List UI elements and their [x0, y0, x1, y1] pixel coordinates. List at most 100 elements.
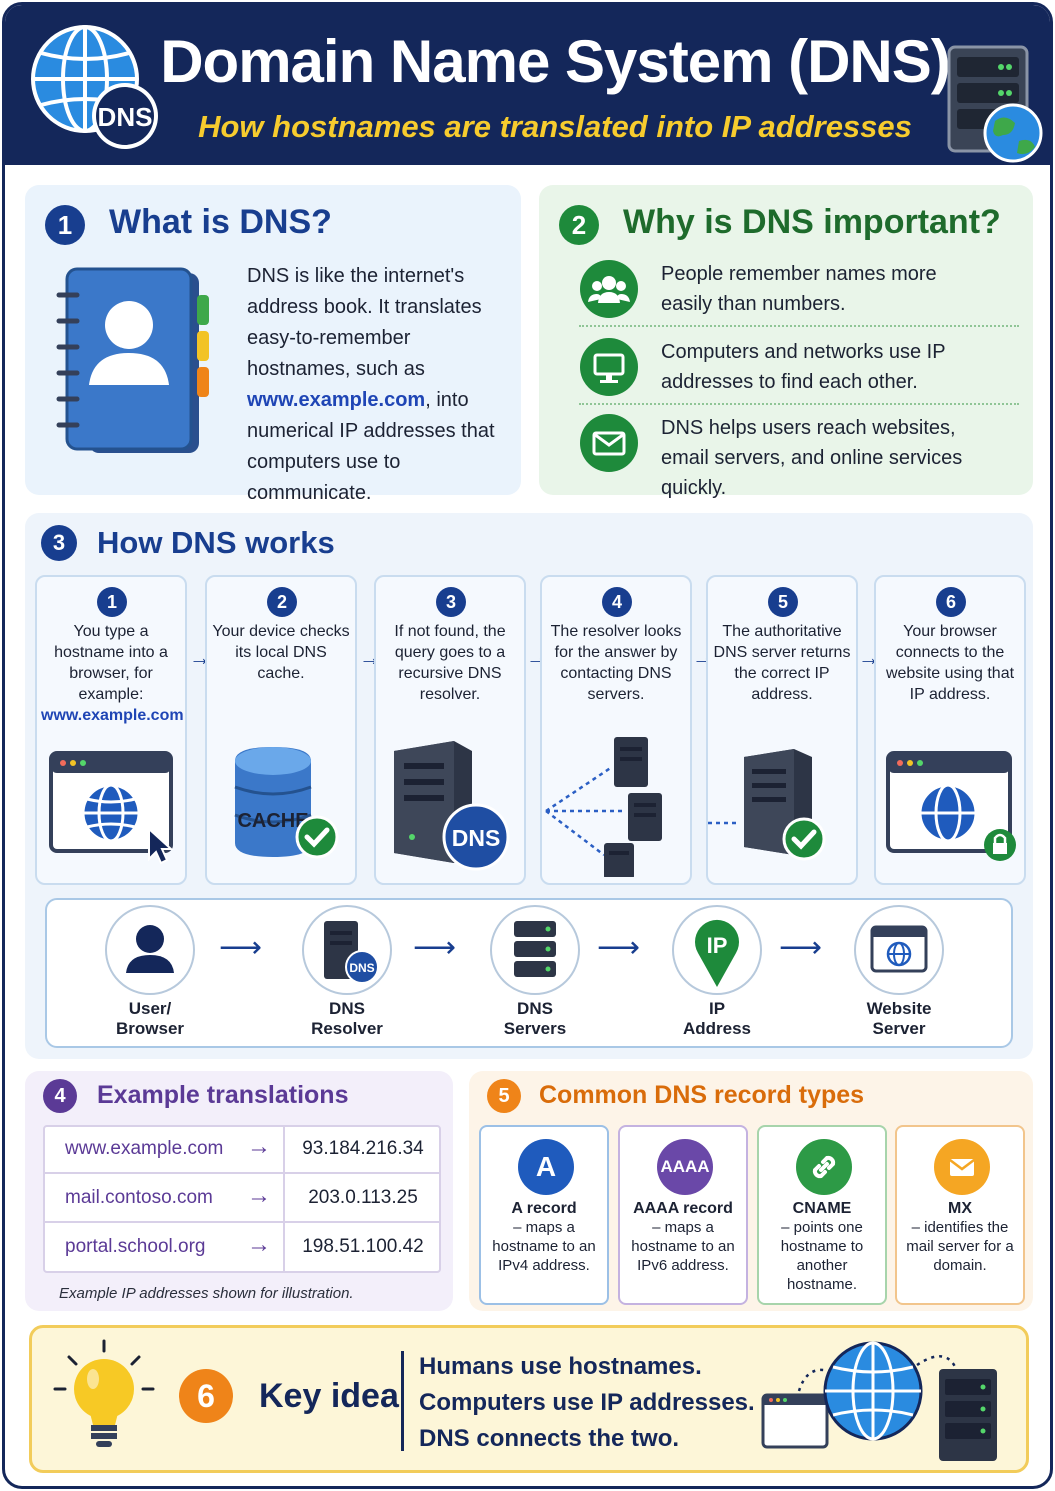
section-number: 2: [559, 205, 599, 245]
authoritative-server-icon: [708, 749, 826, 861]
record-name: A record: [511, 1200, 577, 1217]
step-card: 1 You type a hostname into a browser, fo…: [35, 575, 187, 885]
step-number: 3: [436, 587, 466, 617]
section-title: How DNS works: [97, 525, 335, 560]
step-card: 6 Your browser connects to the website u…: [874, 575, 1026, 885]
record-text-block: A record– maps a hostname to an IPv4 add…: [485, 1199, 603, 1275]
definition-text-1: DNS is like the internet's address book.…: [247, 265, 482, 380]
record-card-cname: CNAME– points one hostname to another ho…: [757, 1125, 887, 1305]
importance-text: People remember names more easily than n…: [661, 263, 937, 315]
header: DNS Domain Name System (DNS) How hostnam…: [5, 5, 1050, 165]
key-idea-line: Humans use hostnames.: [419, 1353, 702, 1380]
section-number: 4: [43, 1079, 77, 1113]
table-divider: [283, 1125, 285, 1273]
section-number: 3: [41, 525, 77, 561]
record-card-aaaa: AAAA AAAA record– maps a hostname to an …: [618, 1125, 748, 1305]
step-card: 3 If not found, the query goes to a recu…: [374, 575, 526, 885]
cache-label: CACHE: [237, 810, 308, 832]
section-why-important: 2 Why is DNS important? People remember …: [539, 185, 1033, 499]
translation-table: [43, 1125, 441, 1273]
section-title: Why is DNS important?: [623, 203, 1001, 241]
definition-text-2: , into numerical IP addresses that compu…: [247, 389, 495, 504]
flow-label: IP Address: [682, 999, 752, 1038]
section-title: Common DNS record types: [539, 1081, 865, 1109]
page-subtitle: How hostnames are translated into IP add…: [198, 109, 912, 144]
ip-cell: 93.184.216.34: [302, 1138, 424, 1159]
record-desc: – identifies the mail server for a domai…: [906, 1219, 1014, 1274]
server-rack-icon: [514, 921, 556, 977]
page-title: Domain Name System (DNS): [160, 28, 951, 95]
dns-definition: DNS is like the internet's address book.…: [247, 261, 517, 509]
people-icon: [580, 260, 638, 318]
record-text-block: AAAA record– maps a hostname to an IPv6 …: [624, 1199, 742, 1275]
section-number: 6: [179, 1369, 233, 1423]
section-title: Key idea: [259, 1377, 399, 1415]
step-text: Your browser connects to the website usi…: [885, 623, 1015, 703]
record-text-block: CNAME– points one hostname to another ho…: [763, 1199, 881, 1294]
address-book-icon: [56, 267, 209, 453]
hostname-cell: mail.contoso.com: [65, 1187, 213, 1208]
mail-icon: [580, 414, 638, 472]
step-number: 1: [97, 587, 127, 617]
record-text-block: MX– identifies the mail server for a dom…: [901, 1199, 1019, 1275]
step-text: The resolver looks for the answer by con…: [550, 623, 682, 703]
section-what-is-dns: 1 What is DNS? DNS is like the internet'…: [25, 185, 521, 504]
example-link[interactable]: www.example.com: [247, 389, 426, 411]
flow-node-servers: [490, 905, 580, 995]
key-idea-line: DNS connects the two.: [419, 1425, 680, 1452]
step-text: If not found, the query goes to a recurs…: [394, 623, 506, 703]
link-icon: [796, 1139, 852, 1195]
record-card-a: A A record– maps a hostname to an IPv4 a…: [479, 1125, 609, 1305]
table-row: www.example.com → 93.184.216.34: [43, 1125, 441, 1174]
ip-cell: 198.51.100.42: [302, 1236, 424, 1257]
user-icon: [126, 925, 174, 973]
section-number: 5: [487, 1079, 521, 1113]
section-number: 1: [45, 205, 85, 245]
cache-database-icon: CACHE: [234, 747, 339, 859]
location-pin-icon: IP: [695, 919, 739, 987]
step-card: 4 The resolver looks for the answer by c…: [540, 575, 692, 885]
dns-badge-text: DNS: [452, 825, 501, 851]
section-title: Example translations: [97, 1081, 349, 1109]
dns-server-icon: DNS: [324, 921, 379, 984]
vertical-divider: [401, 1351, 404, 1451]
mail-icon: [934, 1139, 990, 1195]
flow-label: User/ Browser: [115, 999, 185, 1038]
dns-servers-network-icon: [545, 737, 662, 877]
network-illustration-icon: [761, 1341, 997, 1461]
ip-badge-text: IP: [707, 933, 728, 958]
step-number: 5: [768, 587, 798, 617]
lightbulb-icon: [53, 1339, 155, 1447]
computer-icon: [580, 338, 638, 396]
step-text: Your device checks its local DNS cache.: [212, 623, 350, 682]
importance-text: DNS helps users reach websites, email se…: [661, 417, 963, 499]
table-row: portal.school.org → 198.51.100.42: [43, 1223, 441, 1272]
importance-item: Computers and networks use IP addresses …: [579, 337, 1019, 405]
step-card: 2 Your device checks its local DNS cache…: [205, 575, 357, 885]
step-number: 4: [602, 587, 632, 617]
record-desc: – maps a hostname to an IPv6 address.: [631, 1219, 735, 1274]
section-title: What is DNS?: [109, 203, 332, 241]
dns-badge-text: DNS: [349, 961, 374, 975]
ip-cell: 203.0.113.25: [308, 1187, 418, 1208]
step-text-block: You type a hostname into a browser, for …: [41, 621, 184, 726]
step-text: The authoritative DNS server returns the…: [713, 623, 851, 703]
flow-node-user: [105, 905, 195, 995]
step-text: You type a hostname into a browser, for …: [54, 623, 168, 703]
arrow-icon: ⟶: [779, 931, 823, 964]
hostname-cell: portal.school.org: [65, 1236, 206, 1257]
importance-item: DNS helps users reach websites, email se…: [579, 413, 1019, 499]
flow-node-website: [854, 905, 944, 995]
flow-label: DNS Servers: [503, 999, 567, 1038]
step-number: 2: [267, 587, 297, 617]
example-link[interactable]: www.example.com: [41, 707, 184, 724]
record-name: CNAME: [792, 1200, 852, 1217]
record-badge: A: [518, 1139, 574, 1195]
step-number: 6: [936, 587, 966, 617]
arrow-icon: →: [247, 1182, 271, 1209]
key-idea-line: Computers use IP addresses.: [419, 1389, 755, 1416]
arrow-icon: →: [247, 1231, 271, 1258]
record-card-mx: MX– identifies the mail server for a dom…: [895, 1125, 1025, 1305]
table-note: Example IP addresses shown for illustrat…: [59, 1285, 354, 1302]
